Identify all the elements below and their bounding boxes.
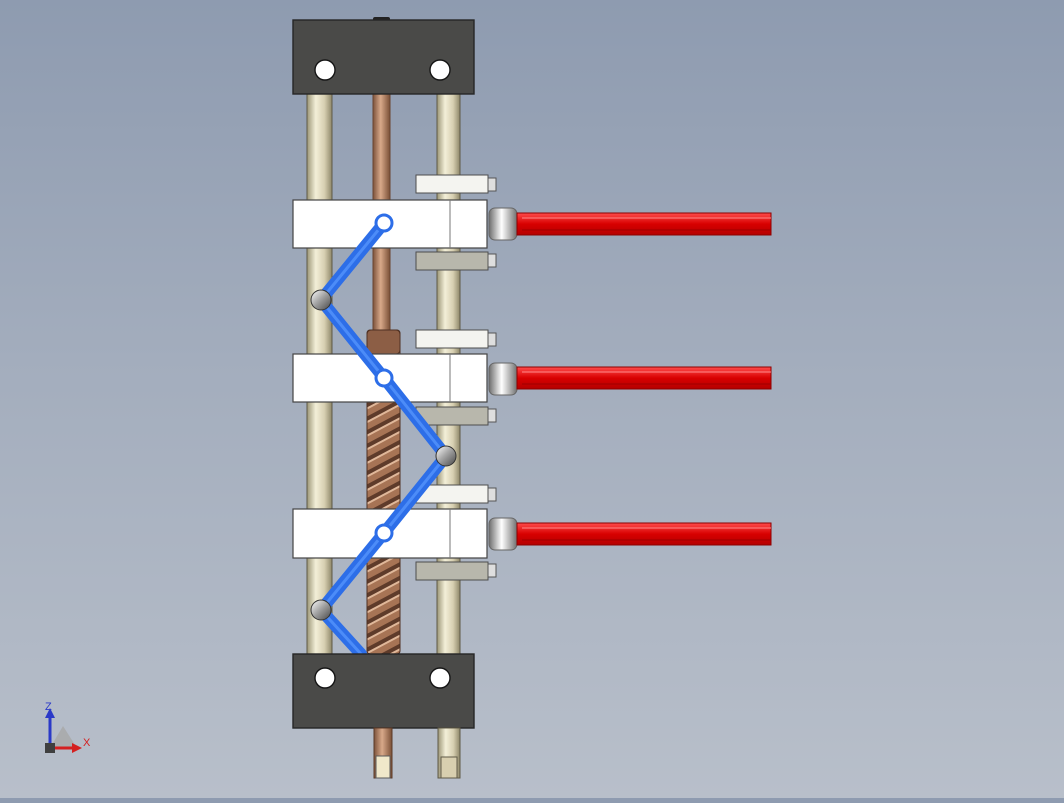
mounting-hole-icon	[429, 59, 451, 81]
actuators	[488, 207, 772, 551]
upper-screw-collar	[366, 329, 401, 355]
orientation-triad: Z X	[45, 701, 91, 753]
actuator-rod-icon	[516, 366, 772, 390]
actuator-top	[488, 207, 772, 241]
ball-joint-icon	[435, 445, 457, 467]
mechanism	[292, 17, 772, 779]
mounting-hole-icon	[429, 667, 451, 689]
triad-origin-icon	[45, 743, 55, 753]
ball-joint-icon	[310, 599, 332, 621]
top-frame	[292, 17, 475, 95]
mounting-hole-icon	[314, 59, 336, 81]
x-axis-label: X	[83, 737, 91, 749]
triad-origin-shadow	[50, 726, 77, 748]
side-brackets	[415, 174, 497, 581]
bottom-frame	[292, 653, 475, 779]
ball-joint-icon	[310, 289, 332, 311]
actuator-rod-icon	[516, 522, 772, 546]
pivot-joint-icon	[374, 213, 394, 233]
x-axis-arrow-icon	[72, 743, 82, 753]
actuator-bottom	[488, 517, 772, 551]
actuator-rod-icon	[516, 212, 772, 236]
linkage	[310, 213, 457, 660]
z-axis-label: Z	[45, 701, 52, 713]
z-axis-arrow-icon	[45, 708, 55, 718]
mounting-hole-icon	[314, 667, 336, 689]
pivot-joint-icon	[374, 523, 394, 543]
actuator-middle	[488, 362, 772, 396]
pivot-joint-icon	[374, 368, 394, 388]
